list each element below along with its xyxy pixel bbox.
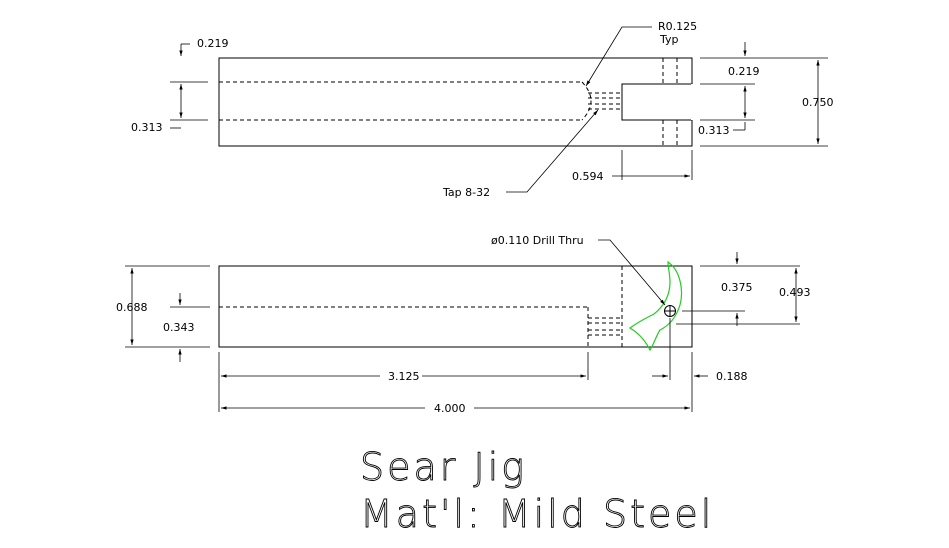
dim-overall-length: 4.000 — [434, 402, 466, 415]
dim-drill: ø0.110 Drill Thru — [491, 234, 584, 247]
dim-right-top: 0.219 — [728, 65, 760, 78]
top-view: 0.219 0.313 R0.125 Typ 0.219 0.313 0.750… — [131, 20, 834, 199]
top-view-outline — [218, 57, 693, 147]
dim-tap: Tap 8-32 — [442, 186, 490, 199]
dim-top-offset: 0.219 — [197, 37, 229, 50]
side-view: ø0.110 Drill Thru 0.688 0.343 0.375 0.49… — [116, 234, 811, 415]
top-bore-radius-hidden — [581, 81, 592, 121]
dim-slot-length: 0.594 — [572, 170, 604, 183]
dim-radius-note: Typ — [659, 33, 679, 46]
dim-bore-length: 3.125 — [388, 370, 420, 383]
dim-center-height: 0.343 — [163, 321, 195, 334]
dim-right-slot: 0.313 — [698, 124, 730, 137]
dim-left-height: 0.313 — [131, 121, 163, 134]
radius-leader — [585, 26, 652, 87]
dim-hole-top: 0.375 — [721, 281, 753, 294]
title-line-1: Sear Jig — [360, 445, 527, 489]
dim-hole-edge: 0.188 — [716, 370, 748, 383]
top-view-slot — [621, 83, 692, 121]
dim-radius: R0.125 — [658, 20, 697, 33]
sear-profile — [628, 260, 683, 352]
drill-leader — [598, 239, 666, 306]
title-line-2: Mat'l: Mild Steel — [360, 492, 714, 536]
dim-overall-height-top: 0.750 — [802, 96, 834, 109]
tap-leader — [506, 109, 599, 193]
dim-hole-total: 0.493 — [779, 286, 811, 299]
dim-side-overall-height: 0.688 — [116, 301, 148, 314]
